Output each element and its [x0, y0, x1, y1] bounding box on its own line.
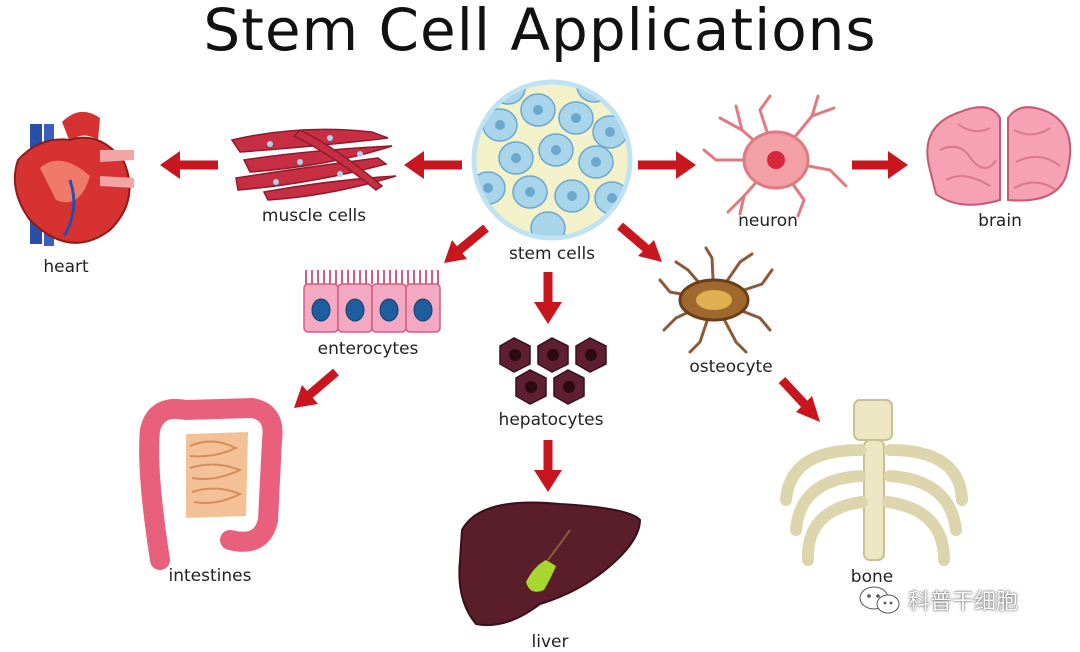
label-intestines: intestines	[168, 566, 252, 586]
arrow-hepatocytes-to-liver	[534, 440, 562, 492]
enterocytes-illustration	[303, 270, 441, 333]
bone-illustration	[780, 399, 968, 566]
arrow-stem-to-enterocytes	[444, 224, 489, 263]
heart-illustration	[13, 111, 134, 246]
arrow-enterocytes-to-intestines	[294, 368, 339, 408]
arrow-muscle-to-heart	[160, 151, 218, 179]
label-brain: brain	[978, 211, 1022, 231]
arrow-osteocyte-to-bone	[778, 376, 820, 422]
neuron-illustration	[702, 94, 848, 218]
arrow-stem-to-osteocyte	[617, 222, 662, 262]
muscle-cells-illustration	[230, 128, 397, 201]
arrow-neuron-to-brain	[852, 151, 908, 179]
wechat-icon	[859, 586, 900, 614]
label-neuron: neuron	[738, 211, 798, 231]
label-liver: liver	[531, 632, 569, 652]
label-stem-cells: stem cells	[508, 244, 596, 264]
hepatocytes-illustration	[499, 337, 607, 405]
liver-illustration	[458, 501, 642, 627]
page-title: Stem Cell Applications	[203, 0, 877, 64]
label-bone: bone	[850, 567, 894, 587]
label-hepatocytes: hepatocytes	[498, 410, 604, 430]
brain-illustration	[926, 106, 1072, 206]
watermark-text: 科普干细胞	[908, 590, 1019, 615]
label-heart: heart	[43, 257, 89, 277]
label-osteocyte: osteocyte	[689, 357, 773, 377]
label-enterocytes: enterocytes	[317, 339, 419, 359]
watermark: 科普干细胞	[858, 584, 1018, 616]
arrow-stem-to-hepatocytes	[534, 272, 562, 324]
label-muscle-cells: muscle cells	[261, 206, 367, 226]
osteocyte-illustration	[658, 246, 774, 354]
intestines-illustration	[139, 397, 283, 570]
stem-cells-illustration	[471, 79, 633, 241]
arrows	[160, 151, 908, 492]
arrow-stem-to-neuron	[638, 151, 696, 179]
arrow-stem-to-muscle	[404, 151, 462, 179]
